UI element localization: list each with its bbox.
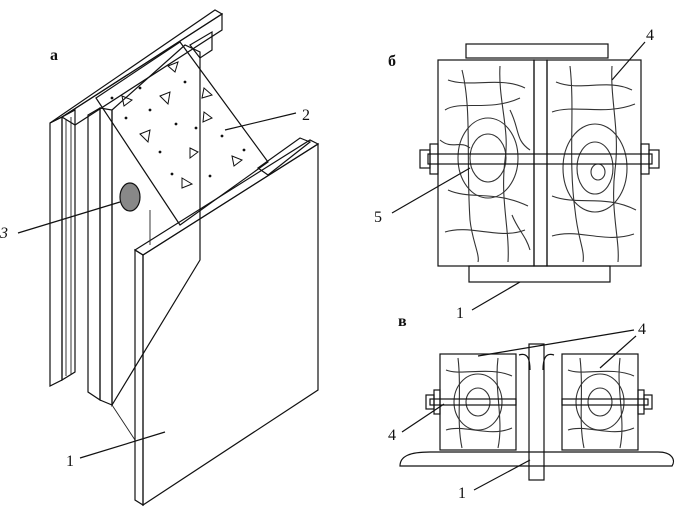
concrete-fill xyxy=(95,41,269,226)
aggregate-triangle xyxy=(201,87,214,99)
block-left-cracks xyxy=(445,357,513,449)
base-flange xyxy=(399,451,675,467)
column-top-flange-lip xyxy=(60,12,223,126)
aggregate-triangle xyxy=(139,129,151,144)
bolt-washer-left xyxy=(429,143,439,175)
column-web-left-side xyxy=(99,107,113,406)
timber-left-cracks xyxy=(439,65,531,263)
aggregate-triangle xyxy=(181,177,194,189)
leader-b-5 xyxy=(391,167,471,214)
bolt-left-nut xyxy=(425,394,435,410)
aggregate-triangle xyxy=(121,95,134,107)
timber-block-right xyxy=(561,353,639,451)
label-v-4-left: 4 xyxy=(388,427,396,444)
leader-b-4 xyxy=(611,41,646,81)
leader-a-3 xyxy=(17,201,121,234)
bolt-right-nut xyxy=(643,394,653,410)
panel-b-section xyxy=(419,43,660,283)
block-right-cracks xyxy=(567,357,635,449)
through-bolt xyxy=(427,153,653,165)
column-right-flange-bottom xyxy=(256,137,312,176)
aggregate-triangle xyxy=(189,147,199,159)
concrete-dots xyxy=(110,80,246,178)
label-b-1: 1 xyxy=(456,305,464,322)
t-stem xyxy=(528,343,545,481)
bolt-washer-right xyxy=(640,143,650,175)
stem-fillet-left xyxy=(518,353,531,371)
label-v-4-top: 4 xyxy=(638,321,646,338)
column-back-flange-face xyxy=(61,108,76,382)
panel-v-label: в xyxy=(398,313,407,330)
timber-right-cracks xyxy=(551,65,637,263)
aggregate-triangle xyxy=(202,111,213,123)
leader-a-1 xyxy=(79,431,166,459)
leader-v-4-left xyxy=(401,403,445,433)
panel-b-label: б xyxy=(388,53,396,70)
stem-fillet-right xyxy=(542,353,555,371)
bolt-nut-right xyxy=(648,149,660,169)
steel-web xyxy=(533,59,548,267)
aggregate-triangle xyxy=(159,91,171,106)
panel-v-section xyxy=(399,343,675,481)
label-v-1: 1 xyxy=(458,485,466,502)
panel-a-column xyxy=(49,9,320,507)
aggregate-triangle xyxy=(231,155,244,167)
label-a-1: 1 xyxy=(66,453,74,470)
column-depth-line xyxy=(111,404,136,441)
column-web-left xyxy=(87,106,101,402)
column-right-flange-top xyxy=(189,30,213,59)
bolt-right-washer xyxy=(637,389,645,415)
timber-left xyxy=(437,59,535,267)
aggregate-triangle xyxy=(167,61,179,73)
timber-block-left xyxy=(439,353,517,451)
leader-a-2 xyxy=(224,112,297,131)
column-inner-web xyxy=(111,44,201,408)
bolt-hole xyxy=(119,182,141,212)
label-a-3: 3 xyxy=(0,225,8,242)
leader-b-1 xyxy=(471,281,521,311)
label-b-4: 4 xyxy=(646,27,654,44)
front-plate-face xyxy=(142,142,319,507)
bottom-plate xyxy=(468,265,611,283)
leader-v-4-top-a xyxy=(477,329,635,357)
bolt-left xyxy=(429,398,517,406)
column-back-flange-edge xyxy=(49,116,63,387)
label-b-5: 5 xyxy=(374,209,382,226)
column-top-flange xyxy=(49,9,224,124)
bolt-nut-left xyxy=(419,149,431,169)
bolt-right xyxy=(561,398,649,406)
panel-a-label: а xyxy=(50,47,58,64)
leader-v-4-top-b xyxy=(599,335,637,369)
label-a-2: 2 xyxy=(302,107,310,124)
top-plate xyxy=(465,43,609,59)
concrete-aggregate xyxy=(121,61,244,189)
leader-v-1 xyxy=(473,459,531,491)
front-plate-side xyxy=(134,248,144,507)
